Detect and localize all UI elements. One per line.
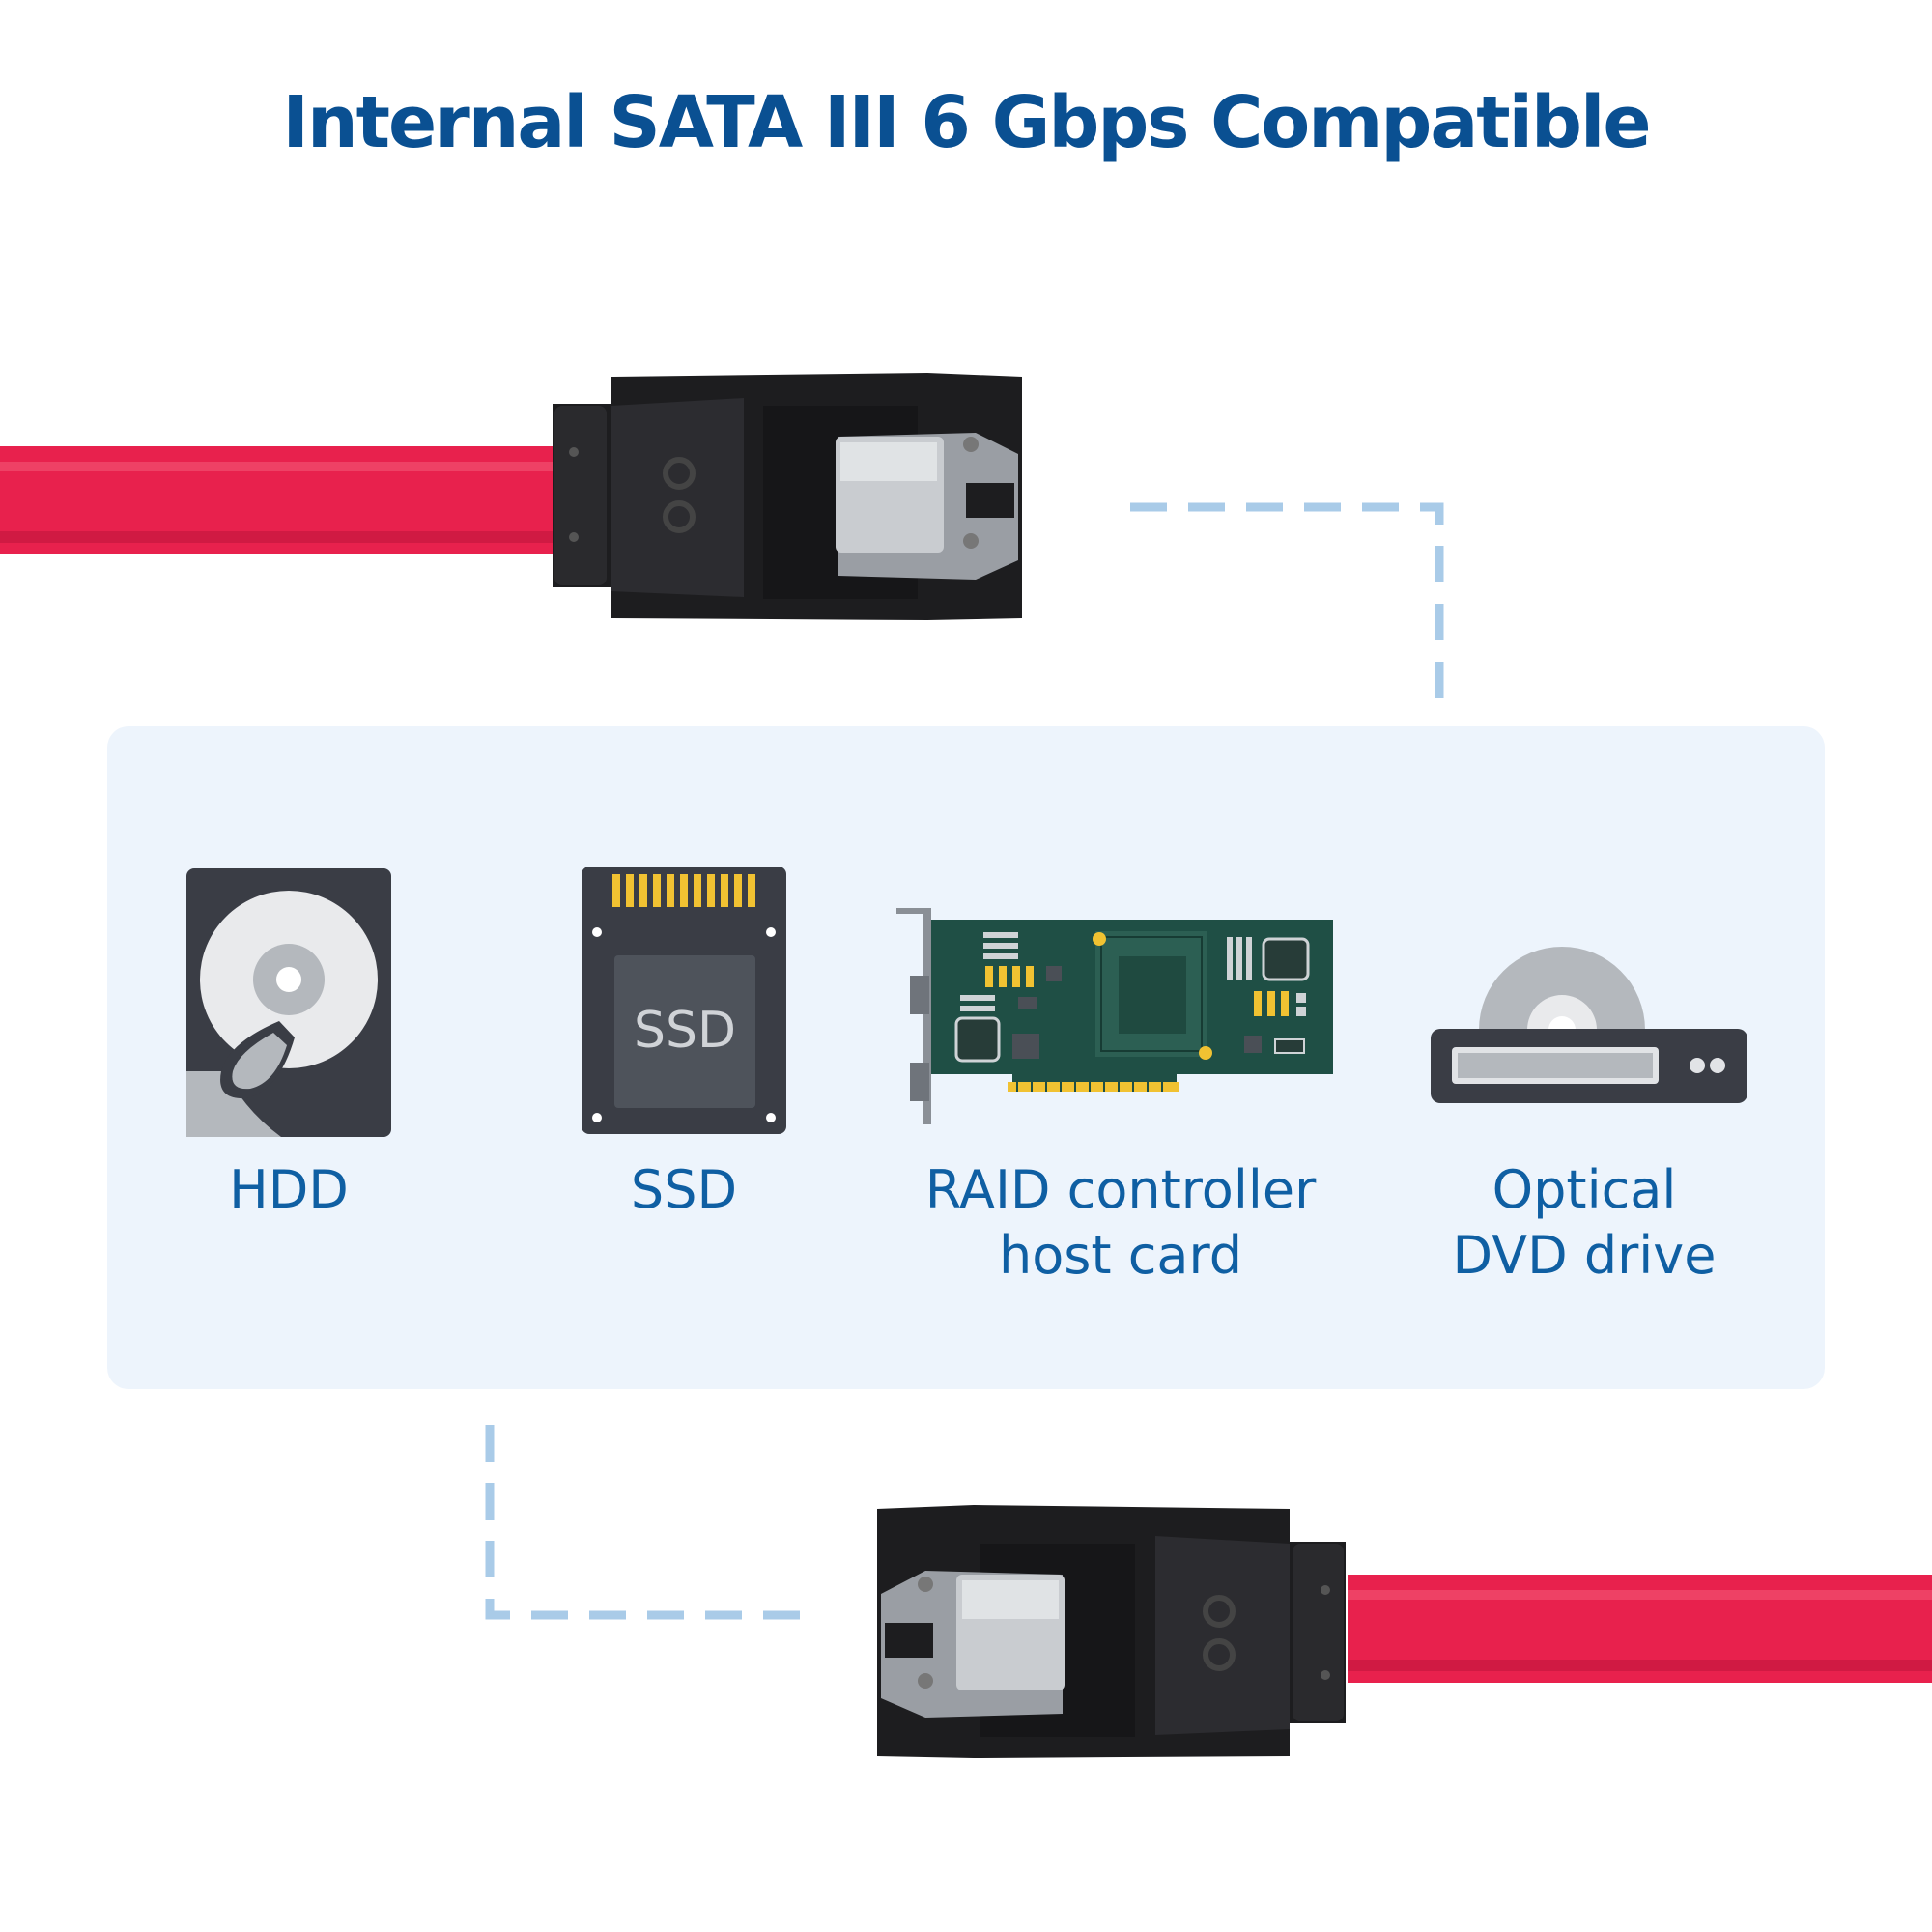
solid-state-drive-icon: SSD [582, 867, 786, 1134]
device-label-raid: RAID controller host card [869, 1157, 1372, 1289]
bottom-dashed-connector-line [485, 1425, 802, 1620]
page-title: Internal SATA III 6 Gbps Compatible [282, 81, 1651, 164]
device-label-line: DVD drive [1452, 1225, 1717, 1286]
device-label-line: RAID controller [924, 1159, 1317, 1220]
device-label-line: SSD [630, 1159, 738, 1220]
raid-controller-card-icon [896, 908, 1333, 1124]
device-label-optical: Optical DVD drive [1391, 1157, 1777, 1289]
device-label-line: Optical [1492, 1159, 1677, 1220]
top-sata-connector [553, 373, 1022, 620]
device-label-line: host card [998, 1225, 1243, 1286]
device-label-ssd: SSD [558, 1157, 810, 1223]
hard-disk-drive-icon [186, 868, 391, 1137]
ssd-icon-text: SSD [634, 1002, 736, 1060]
device-label-line: HDD [229, 1159, 349, 1220]
bottom-sata-connector [877, 1505, 1346, 1758]
bottom-sata-cable [1348, 1575, 1932, 1683]
top-dashed-connector-line [1130, 502, 1444, 700]
top-sata-cable [0, 446, 580, 554]
optical-drive-icon [1431, 947, 1747, 1103]
device-label-hdd: HDD [163, 1157, 414, 1223]
